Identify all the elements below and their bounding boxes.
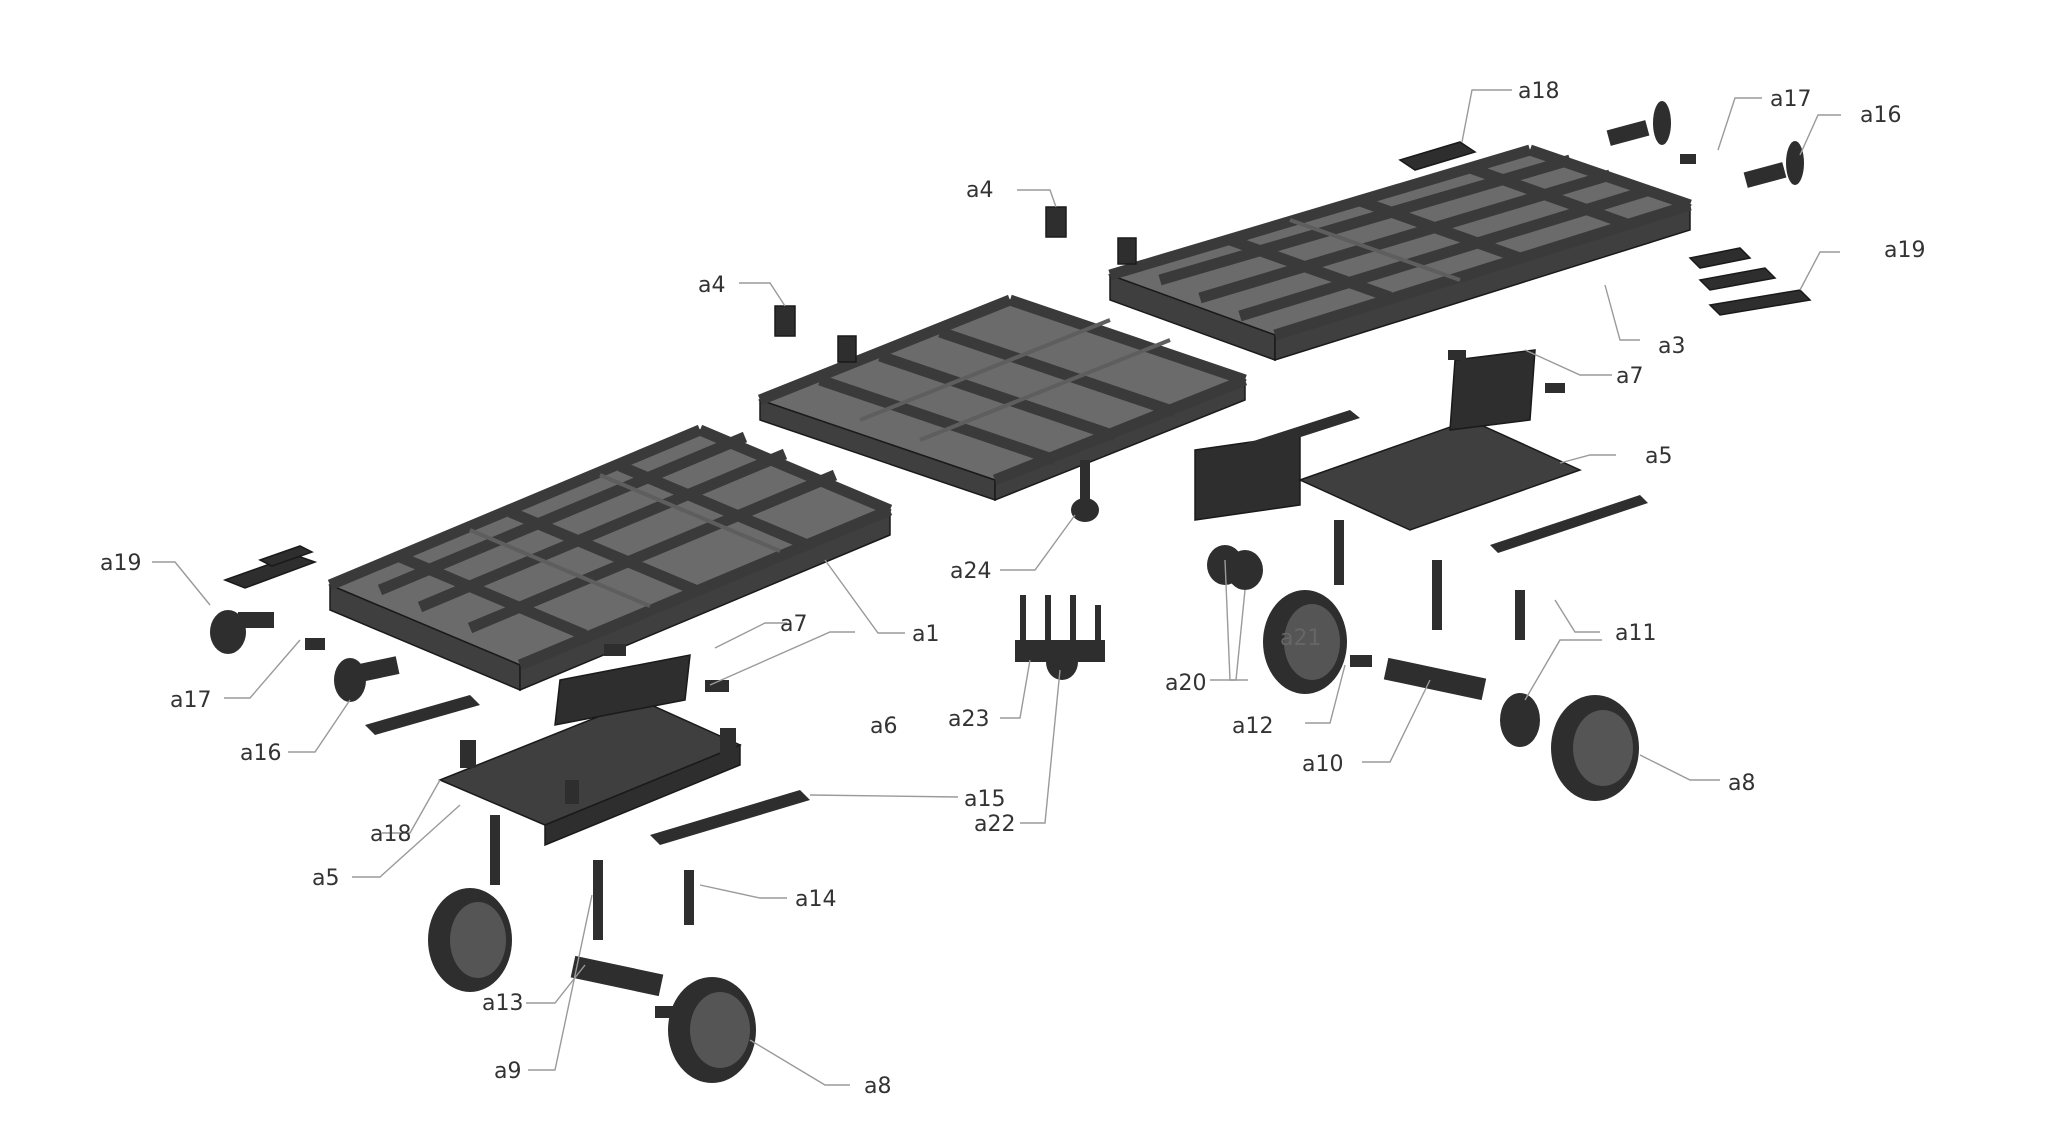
label-a24: a24	[950, 559, 991, 584]
label-a13: a13	[482, 991, 523, 1016]
label-a9: a9	[494, 1059, 521, 1084]
label-a5-right: a5	[1645, 444, 1672, 469]
label-a15: a15	[964, 787, 1005, 812]
label-a4-right: a4	[966, 178, 993, 203]
label-a8-right: a8	[1728, 771, 1755, 796]
part-buffers-right	[1606, 101, 1804, 188]
part-a3-frame-right	[1107, 144, 1693, 362]
label-a16-right: a16	[1860, 103, 1901, 128]
part-left-end-fittings	[210, 545, 729, 702]
label-a10: a10	[1302, 752, 1343, 777]
label-a7-left: a7	[780, 612, 807, 637]
label-a14: a14	[795, 887, 836, 912]
part-center-frame	[757, 294, 1248, 522]
label-a23: a23	[948, 707, 989, 732]
label-a11: a11	[1615, 621, 1656, 646]
label-a1: a1	[912, 622, 939, 647]
label-a5-left: a5	[312, 866, 339, 891]
label-a18-right: a18	[1518, 79, 1559, 104]
part-right-wheelset	[1263, 590, 1639, 801]
part-a18-plate-right	[1398, 141, 1477, 171]
label-a22: a22	[974, 812, 1015, 837]
part-a23-brake-gear	[1015, 595, 1105, 680]
label-a17-left: a17	[170, 688, 211, 713]
label-a3: a3	[1658, 334, 1685, 359]
label-a12: a12	[1232, 714, 1273, 739]
label-a8-left: a8	[864, 1074, 891, 1099]
label-a20: a20	[1165, 671, 1206, 696]
label-a18-left: a18	[370, 822, 411, 847]
part-left-bogie	[365, 654, 810, 940]
label-a17-right: a17	[1770, 87, 1811, 112]
label-a16-left: a16	[240, 741, 281, 766]
part-a19-step-right	[1688, 247, 1812, 316]
part-labels: a18 a17 a16 a4 a4 a19 a3 a7 a5 a19 a24 a…	[100, 79, 1925, 1099]
label-a19-left: a19	[100, 551, 141, 576]
label-a6: a6	[870, 714, 897, 739]
part-a4-blocks	[774, 206, 1137, 363]
leader-lines	[152, 89, 1841, 1086]
label-a4-left: a4	[698, 273, 725, 298]
label-a7-right: a7	[1616, 364, 1643, 389]
part-left-wheelset	[428, 888, 756, 1083]
part-right-bogie	[1194, 349, 1648, 640]
part-a1-frame-left	[327, 424, 893, 692]
label-a19-right: a19	[1884, 238, 1925, 263]
label-a21: a21	[1280, 626, 1321, 651]
